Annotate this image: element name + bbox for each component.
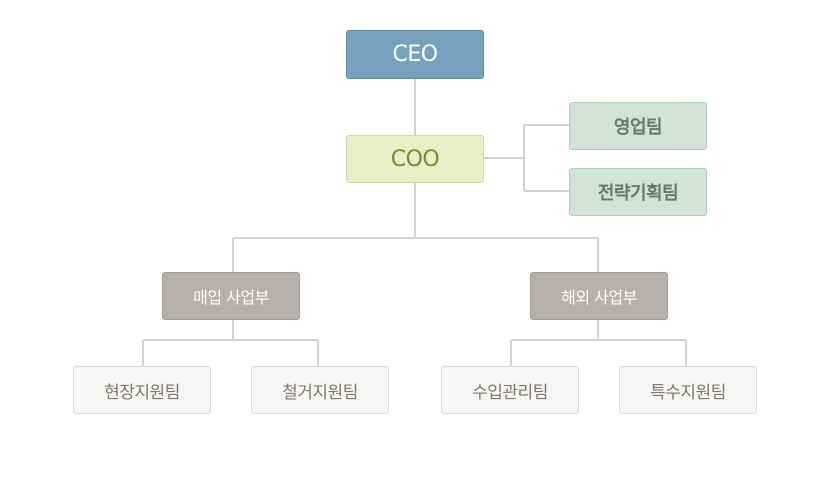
purchase-division-node[interactable]: 매입 사업부 <box>162 272 300 320</box>
overseas-division-node[interactable]: 해외 사업부 <box>530 272 668 320</box>
special-support-team-node[interactable]: 특수지원팀 <box>619 366 757 414</box>
strategy-planning-team-label: 전략기획팀 <box>597 183 679 204</box>
coo-label: COO <box>390 146 440 172</box>
field-support-team-label: 현장지원팀 <box>104 382 180 403</box>
field-support-team-node[interactable]: 현장지원팀 <box>73 366 211 414</box>
import-management-team-label: 수입관리팀 <box>472 382 548 403</box>
sales-team-node[interactable]: 영업팀 <box>569 102 707 150</box>
purchase-division-label: 매입 사업부 <box>193 288 269 307</box>
demolition-support-team-label: 철거지원팀 <box>282 382 358 403</box>
coo-node[interactable]: COO <box>346 135 484 183</box>
overseas-division-label: 해외 사업부 <box>561 288 637 307</box>
ceo-node[interactable]: CEO <box>346 30 484 79</box>
special-support-team-label: 특수지원팀 <box>650 382 726 403</box>
demolition-support-team-node[interactable]: 철거지원팀 <box>251 366 389 414</box>
strategy-planning-team-node[interactable]: 전략기획팀 <box>569 168 707 216</box>
ceo-label: CEO <box>392 42 438 67</box>
import-management-team-node[interactable]: 수입관리팀 <box>441 366 579 414</box>
sales-team-label: 영업팀 <box>613 117 663 138</box>
